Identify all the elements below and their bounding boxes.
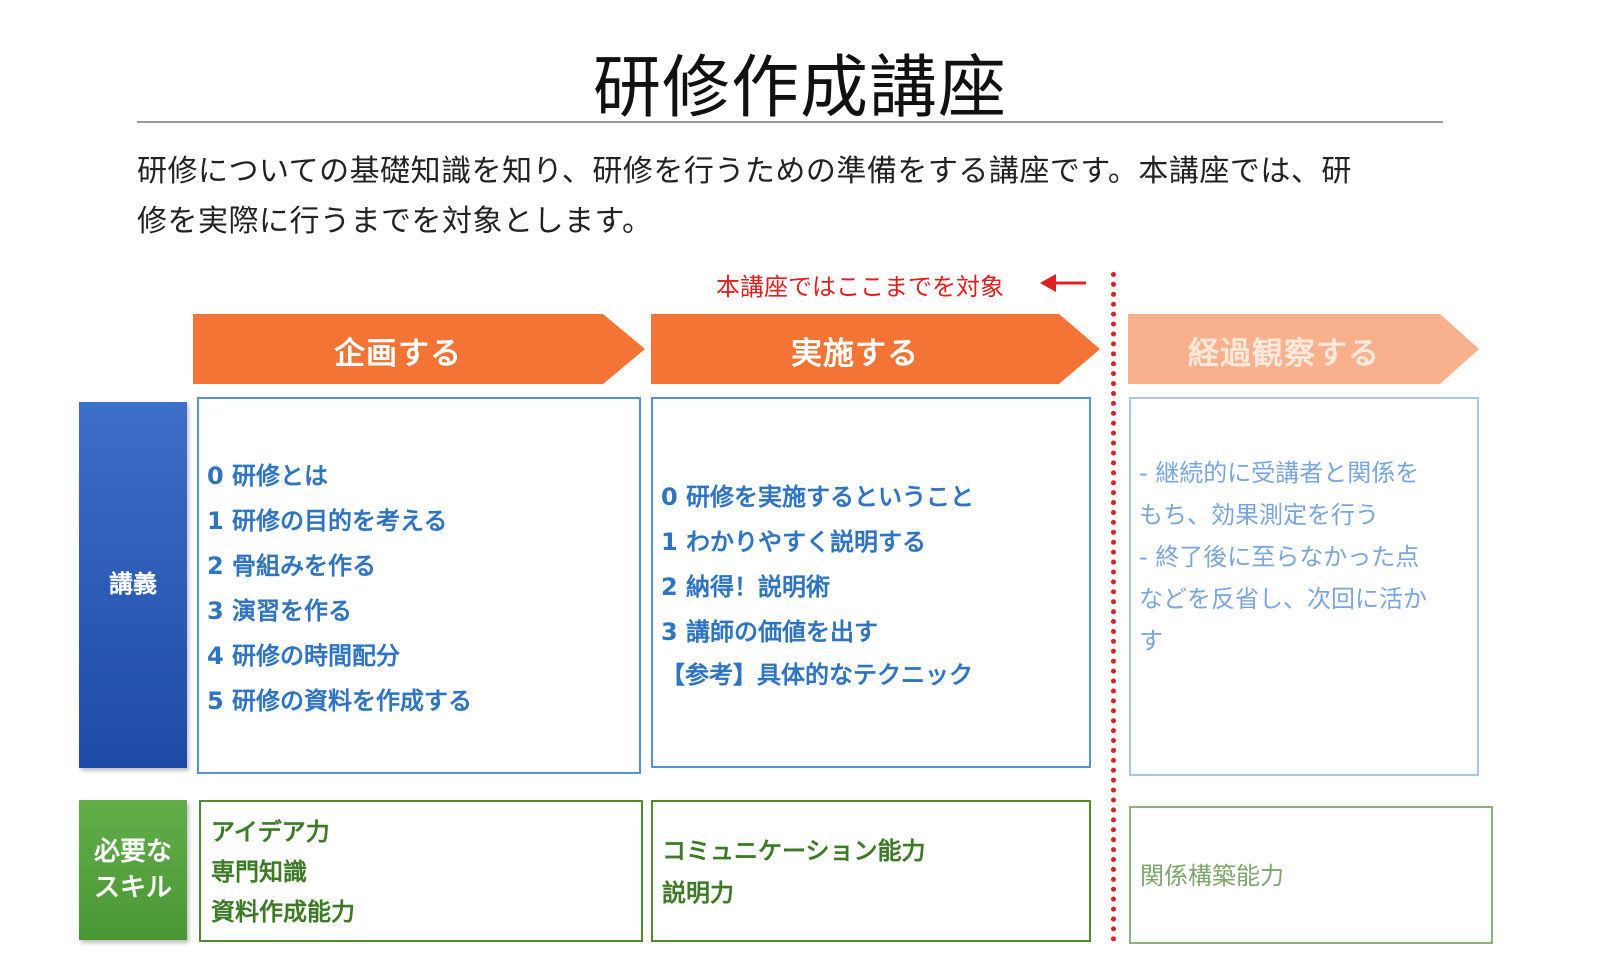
skill-item: アイデア力 [211,818,330,846]
lecture-item: 3 演習を作る [207,597,353,625]
skill-item: コミュニケーション能力 [662,837,926,865]
lecture-item: 3 講師の価値を出す [661,618,879,646]
lecture-item: 1 研修の目的を考える [207,507,448,535]
page-title: 研修作成講座 [592,49,1007,128]
follow-up-line: などを反省し、次回に活か [1139,585,1427,613]
lecture-box-follow-up: - 継続的に受講者と関係を もち、効果測定を行う - 終了後に至らなかった点 な… [1129,397,1479,776]
skills-box-follow-up: 関係構築能力 [1129,806,1493,944]
phase-arrow-plan: 企画する [193,314,645,384]
skills-box-plan: アイデア力 専門知識 資料作成能力 [199,800,643,942]
row-label-lecture: 講義 [79,402,187,768]
follow-up-line: す [1139,627,1163,655]
lecture-item: 2 納得！説明術 [661,573,831,601]
follow-up-line: もち、効果測定を行う [1139,501,1379,529]
lecture-item: 0 研修とは [207,462,329,490]
lecture-item: 1 わかりやすく説明する [661,528,927,556]
lecture-box-implement: 0 研修を実施するということ 1 わかりやすく説明する 2 納得！説明術 3 講… [651,397,1091,768]
description-line-1: 研修についての基礎知識を知り、研修を行うための準備をする講座です。本講座では、研 [137,154,1352,189]
skills-label-line-2: スキル [93,873,172,903]
phase-arrow-follow-up: 経過観察する [1128,314,1479,384]
skill-item: 説明力 [662,879,734,907]
lecture-box-plan: 0 研修とは 1 研修の目的を考える 2 骨組みを作る 3 演習を作る 4 研修… [197,397,641,774]
phase-label-plan: 企画する [334,336,462,372]
lecture-item: 【参考】具体的なテクニック [661,661,973,689]
follow-up-line: - 継続的に受講者と関係を [1139,459,1420,487]
follow-up-line: - 終了後に至らなかった点 [1139,543,1420,571]
skill-item: 関係構築能力 [1140,862,1284,890]
skills-box-implement: コミュニケーション能力 説明力 [651,800,1091,942]
lecture-item: 5 研修の資料を作成する [207,687,473,715]
skill-item: 専門知識 [211,858,307,886]
description-line-2: 修を実際に行うまでを対象とします。 [137,204,653,239]
scope-note: 本講座ではここまでを対象 [716,273,1004,301]
lecture-item: 4 研修の時間配分 [207,642,401,670]
phase-label-follow-up: 経過観察する [1188,336,1380,372]
scope-divider-dotted-line [1111,272,1116,942]
lecture-item: 0 研修を実施するということ [661,483,975,511]
row-label-skills: 必要な スキル [79,800,187,940]
phase-arrow-implement: 実施する [651,314,1100,384]
phase-label-implement: 実施する [791,336,919,372]
lecture-item: 2 骨組みを作る [207,552,377,580]
title-underline [137,121,1443,123]
skill-item: 資料作成能力 [211,898,355,926]
scope-left-arrow-icon [1040,274,1086,292]
skills-label-line-1: 必要な [93,836,172,867]
